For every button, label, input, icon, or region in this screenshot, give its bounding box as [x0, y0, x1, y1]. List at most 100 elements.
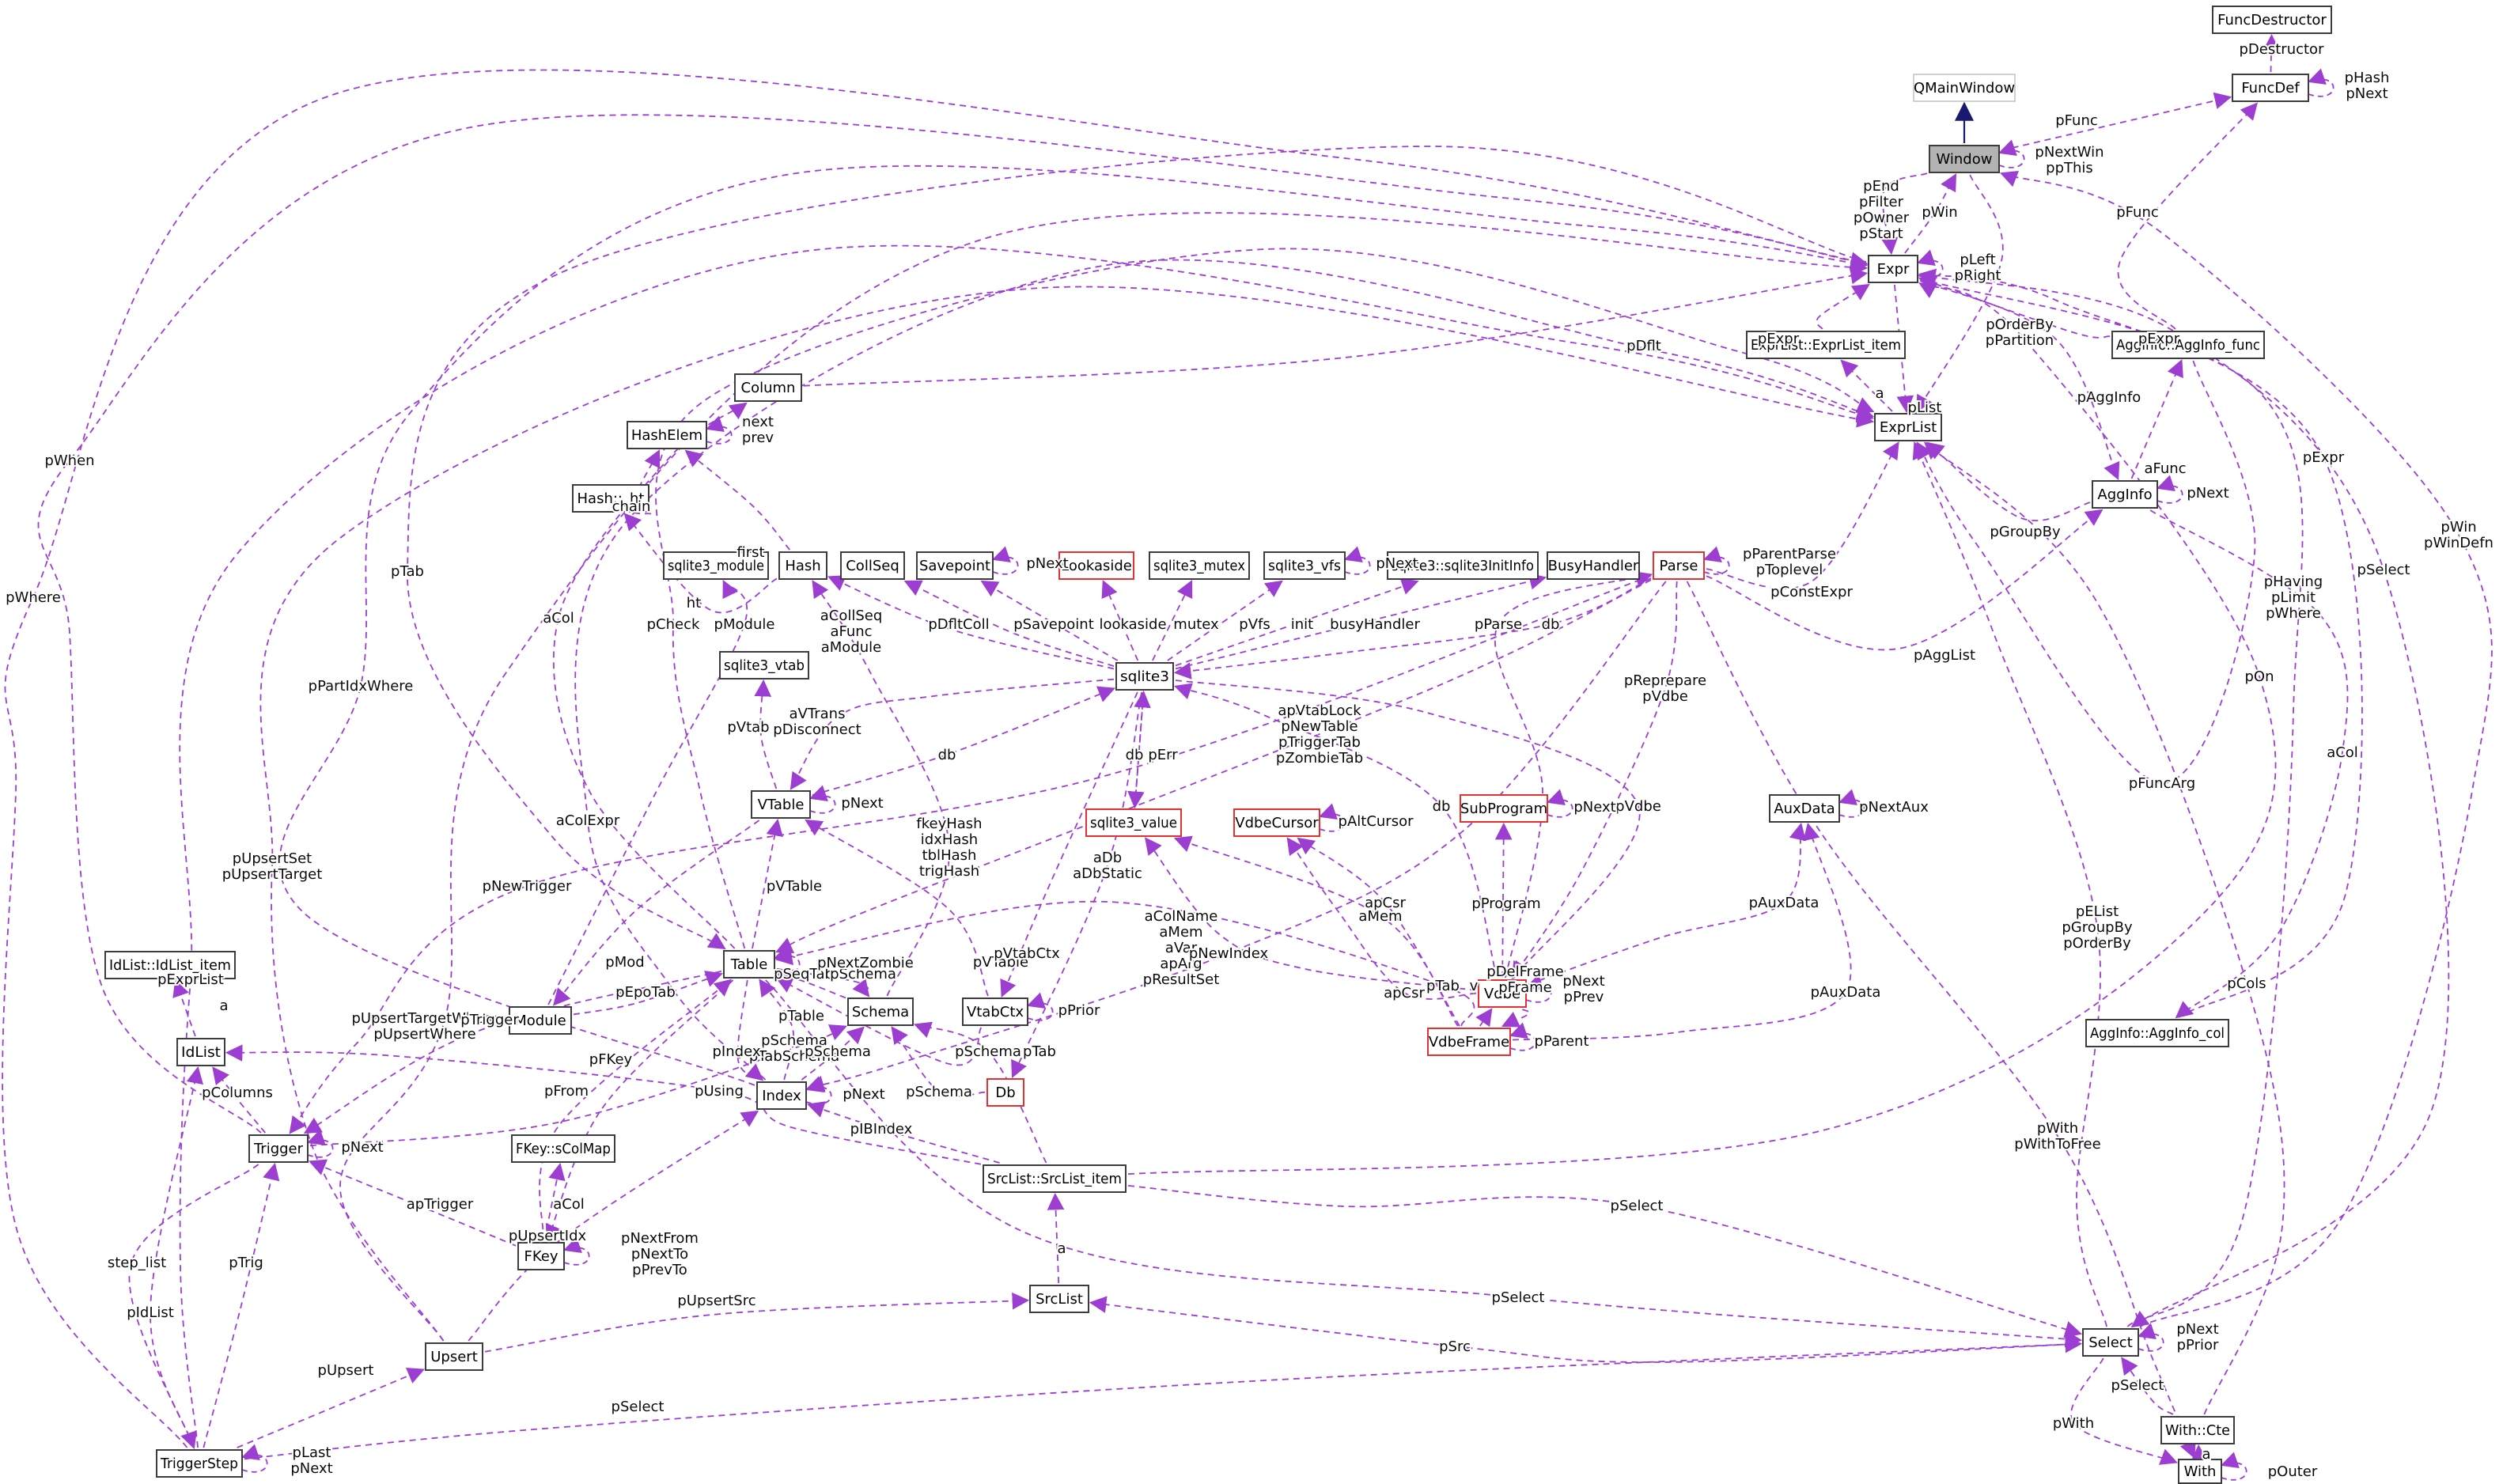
node-Schema[interactable]: Schema	[847, 998, 914, 1026]
edge-Table-ExprList	[655, 248, 1875, 949]
node-Trigger[interactable]: Trigger	[248, 1134, 309, 1163]
edge-label-pExpr: pExpr	[1758, 331, 1800, 347]
node-QMainWindow[interactable]: QMainWindow	[1913, 74, 2016, 102]
node-TriggerStep[interactable]: TriggerStep	[156, 1449, 243, 1478]
node-BusyHandler[interactable]: BusyHandler	[1547, 551, 1640, 580]
node-VdbeCursor[interactable]: VdbeCursor	[1233, 808, 1320, 837]
node-AuxData[interactable]: AuxData	[1769, 794, 1840, 823]
self-edge-VTable	[808, 785, 836, 814]
edge-label-pColumns: pColumns	[202, 1085, 273, 1101]
edge-VdbeFrame-VdbeCursor	[1297, 837, 1460, 1027]
node-FuncDestructor[interactable]: FuncDestructor	[2212, 6, 2332, 34]
node-sqlite3_module[interactable]: sqlite3_module	[663, 551, 769, 580]
edge-label-pVfs: pVfs	[1239, 616, 1270, 633]
edge-AggInfo_func-FuncDef	[2117, 102, 2259, 330]
node-box-Upsert	[425, 1342, 483, 1371]
node-Index[interactable]: Index	[756, 1081, 807, 1110]
node-With_Cte[interactable]: With::Cte	[2160, 1416, 2235, 1444]
edge-label-pTab: pTab	[1426, 978, 1460, 994]
node-AggInfo_func[interactable]: AggInfo::AggInfo_func	[2111, 331, 2265, 359]
node-Module[interactable]: Module	[509, 1006, 572, 1035]
node-ExprList[interactable]: ExprList	[1874, 413, 1942, 441]
edge-sqlite3-Lookaside	[1101, 580, 1139, 661]
self-edge-AuxData	[1838, 789, 1865, 818]
node-With[interactable]: With	[2178, 1459, 2222, 1484]
node-Select[interactable]: Select	[2082, 1328, 2139, 1357]
node-Lookaside[interactable]: Lookaside	[1058, 551, 1134, 580]
edge-Expr-AggInfo	[1919, 279, 2120, 480]
edge-label-pSchema: pSchema	[906, 1084, 972, 1100]
edge-label-mutex: mutex	[1173, 616, 1219, 633]
node-box-sqlite3_value	[1085, 808, 1182, 837]
node-Hash_ht[interactable]: Hash::_ht	[572, 484, 649, 513]
node-IdList[interactable]: IdList	[176, 1038, 225, 1066]
edge-Upsert-SrcList	[484, 1292, 1030, 1353]
node-CollSeq[interactable]: CollSeq	[840, 551, 905, 580]
node-label-Expr: Expr	[1877, 261, 1910, 278]
node-AggInfo[interactable]: AggInfo	[2092, 480, 2158, 509]
node-HashElem[interactable]: HashElem	[627, 421, 707, 449]
node-IdList_item[interactable]: IdList::IdList_item	[104, 951, 236, 979]
self-label-pNext: pNext	[341, 1139, 383, 1156]
node-Savepoint[interactable]: Savepoint	[916, 551, 994, 580]
edge-label-db: db	[1542, 616, 1560, 633]
node-sqlite3[interactable]: sqlite3	[1115, 662, 1174, 691]
node-Upsert[interactable]: Upsert	[425, 1342, 483, 1371]
edge-With-With_Cte	[2191, 1444, 2208, 1462]
node-label-VtabCtx: VtabCtx	[967, 1004, 1024, 1020]
node-SrcList[interactable]: SrcList	[1029, 1285, 1089, 1313]
node-sqlite3InitInfo[interactable]: sqlite3::sqlite3InitInfo	[1387, 551, 1539, 580]
node-Window[interactable]: Window	[1929, 145, 2000, 173]
node-SubProgram[interactable]: SubProgram	[1460, 794, 1548, 823]
node-sqlite3_vfs[interactable]: sqlite3_vfs	[1263, 551, 1346, 580]
edge-VdbeFrame-Vdbe	[1475, 1008, 1493, 1028]
node-box-FuncDef	[2232, 74, 2309, 102]
edge-SrcList_item-Select	[1127, 1185, 2083, 1338]
edge-Index-ExprList	[574, 259, 1875, 1081]
node-SrcList_item[interactable]: SrcList::SrcList_item	[983, 1164, 1127, 1193]
edge-label-pIBIndex: pIBIndex	[850, 1121, 913, 1138]
edge-VdbeFrame-Table	[774, 900, 1475, 1027]
node-Vdbe[interactable]: Vdbe	[1478, 979, 1527, 1008]
node-VdbeFrame[interactable]: VdbeFrame	[1427, 1028, 1511, 1056]
edge-sqlite3-sqlite3_vfs	[1167, 580, 1283, 661]
node-Parse[interactable]: Parse	[1653, 551, 1705, 580]
node-AggInfo_col[interactable]: AggInfo::AggInfo_col	[2085, 1019, 2229, 1047]
node-box-HashElem	[627, 421, 707, 449]
edge-label-a: a	[219, 998, 228, 1014]
node-FKey_sColMap[interactable]: FKey::sColMap	[511, 1134, 615, 1163]
node-FuncDef[interactable]: FuncDef	[2232, 74, 2309, 102]
node-Table[interactable]: Table	[723, 950, 775, 979]
edge-Parse-Vdbe	[1511, 581, 1678, 979]
edge-label-pEpoTab: pEpoTab	[615, 984, 676, 1001]
edge-label-pUpsertSrc: pUpsertSrc	[677, 1293, 755, 1309]
node-sqlite3_vtab[interactable]: sqlite3_vtab	[719, 651, 809, 680]
node-Hash[interactable]: Hash	[778, 551, 827, 580]
edge-label-pFuncArg: pFuncArg	[2129, 775, 2195, 792]
edge-label-pTrigger: pTrigger	[460, 1012, 519, 1028]
node-label-sqlite3InitInfo: sqlite3::sqlite3InitInfo	[1392, 558, 1534, 574]
node-Expr[interactable]: Expr	[1868, 255, 1918, 283]
edge-Parse-Index	[806, 581, 1667, 1092]
node-ExprList_item[interactable]: ExprList::ExprList_item	[1746, 331, 1906, 359]
self-edge-VdbeFrame	[1509, 1022, 1536, 1051]
edge-label-pUpsert: pUpsert	[318, 1362, 374, 1379]
edge-TriggerStep-Upsert	[237, 1367, 425, 1448]
edge-Window-FuncDef	[2001, 92, 2232, 151]
node-sqlite3_mutex[interactable]: sqlite3_mutex	[1149, 551, 1250, 580]
node-VtabCtx[interactable]: VtabCtx	[962, 998, 1028, 1026]
edge-label-pMod: pMod	[605, 954, 644, 971]
edge-label-apCsr: apCsr	[1365, 895, 1406, 911]
edge-Trigger-Schema	[309, 1024, 847, 1147]
edge-label-aFunc: aFunc	[2144, 460, 2186, 477]
edge-label-apTrigger: apTrigger	[407, 1196, 474, 1213]
node-sqlite3_value[interactable]: sqlite3_value	[1085, 808, 1182, 837]
node-Db[interactable]: Db	[986, 1078, 1024, 1107]
node-VTable[interactable]: VTable	[751, 790, 811, 819]
node-FKey[interactable]: FKey	[517, 1242, 565, 1270]
node-Column[interactable]: Column	[734, 373, 802, 402]
node-box-Hash_ht	[572, 484, 649, 513]
